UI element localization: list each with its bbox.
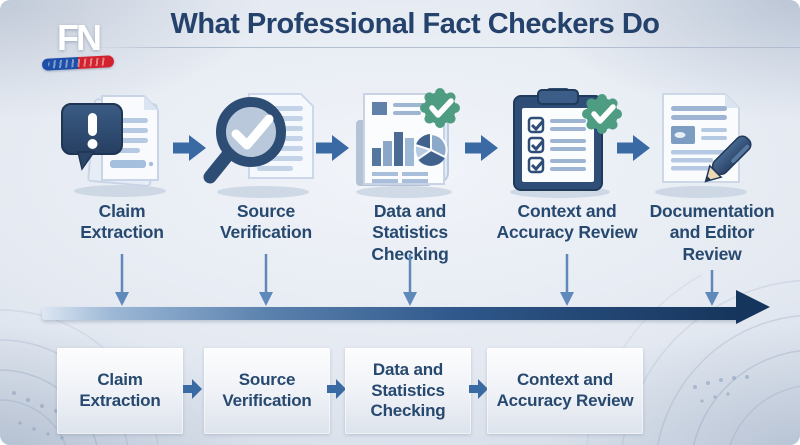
right-arrow-icon bbox=[183, 379, 202, 399]
pipeline-box-claim-extraction: Claim Extraction bbox=[57, 348, 183, 434]
page-title: What Professional Fact Checkers Do bbox=[170, 8, 660, 40]
step-label-documentation-editor: Documentation and Editor Review bbox=[649, 201, 775, 264]
fn-logo: FN bbox=[36, 17, 120, 71]
pipeline-box-context-accuracy: Context and Accuracy Review bbox=[487, 348, 643, 434]
step-label-source-verification: Source Verification bbox=[220, 201, 312, 243]
fn-logo-banner bbox=[41, 55, 115, 71]
data-statistics-icon bbox=[356, 88, 460, 198]
step-label-context-accuracy: Context and Accuracy Review bbox=[496, 201, 638, 243]
pipeline-box-data-statistics: Data and Statistics Checking bbox=[345, 348, 471, 434]
pen-icon bbox=[704, 135, 752, 183]
pipeline-box-label: Claim Extraction bbox=[79, 370, 161, 410]
title-divider bbox=[90, 47, 800, 48]
fn-logo-text: FN bbox=[57, 17, 102, 58]
verified-badge-icon bbox=[582, 94, 622, 134]
down-arrow-icon bbox=[259, 254, 273, 306]
pipeline-box-source-verification: Source Verification bbox=[204, 348, 330, 434]
timeline-arrow bbox=[42, 307, 740, 320]
down-arrow-icon bbox=[403, 254, 417, 306]
claim-extraction-icon bbox=[61, 95, 166, 197]
right-arrow-icon bbox=[316, 135, 349, 161]
context-accuracy-review-icon bbox=[510, 88, 622, 198]
right-arrow-icon bbox=[327, 379, 346, 399]
pipeline-box-label: Data and Statistics Checking bbox=[370, 359, 446, 421]
right-arrow-icon bbox=[617, 135, 650, 161]
documentation-editor-review-icon bbox=[655, 93, 752, 198]
right-arrow-icon bbox=[469, 379, 488, 399]
down-arrow-icon bbox=[560, 254, 574, 306]
down-arrow-icon bbox=[705, 270, 719, 306]
down-arrow-icon bbox=[115, 254, 129, 306]
verified-badge-icon bbox=[420, 88, 460, 128]
pipeline-box-label: Source Verification bbox=[222, 370, 312, 410]
step-label-claim-extraction: Claim Extraction bbox=[80, 201, 164, 243]
right-arrow-icon bbox=[173, 135, 206, 161]
pipeline-box-label: Context and Accuracy Review bbox=[496, 370, 634, 410]
source-verification-icon bbox=[203, 93, 314, 198]
step-label-data-statistics: Data and Statistics Checking bbox=[371, 201, 449, 264]
right-arrow-icon bbox=[465, 135, 498, 161]
timeline-arrowhead bbox=[736, 290, 770, 324]
